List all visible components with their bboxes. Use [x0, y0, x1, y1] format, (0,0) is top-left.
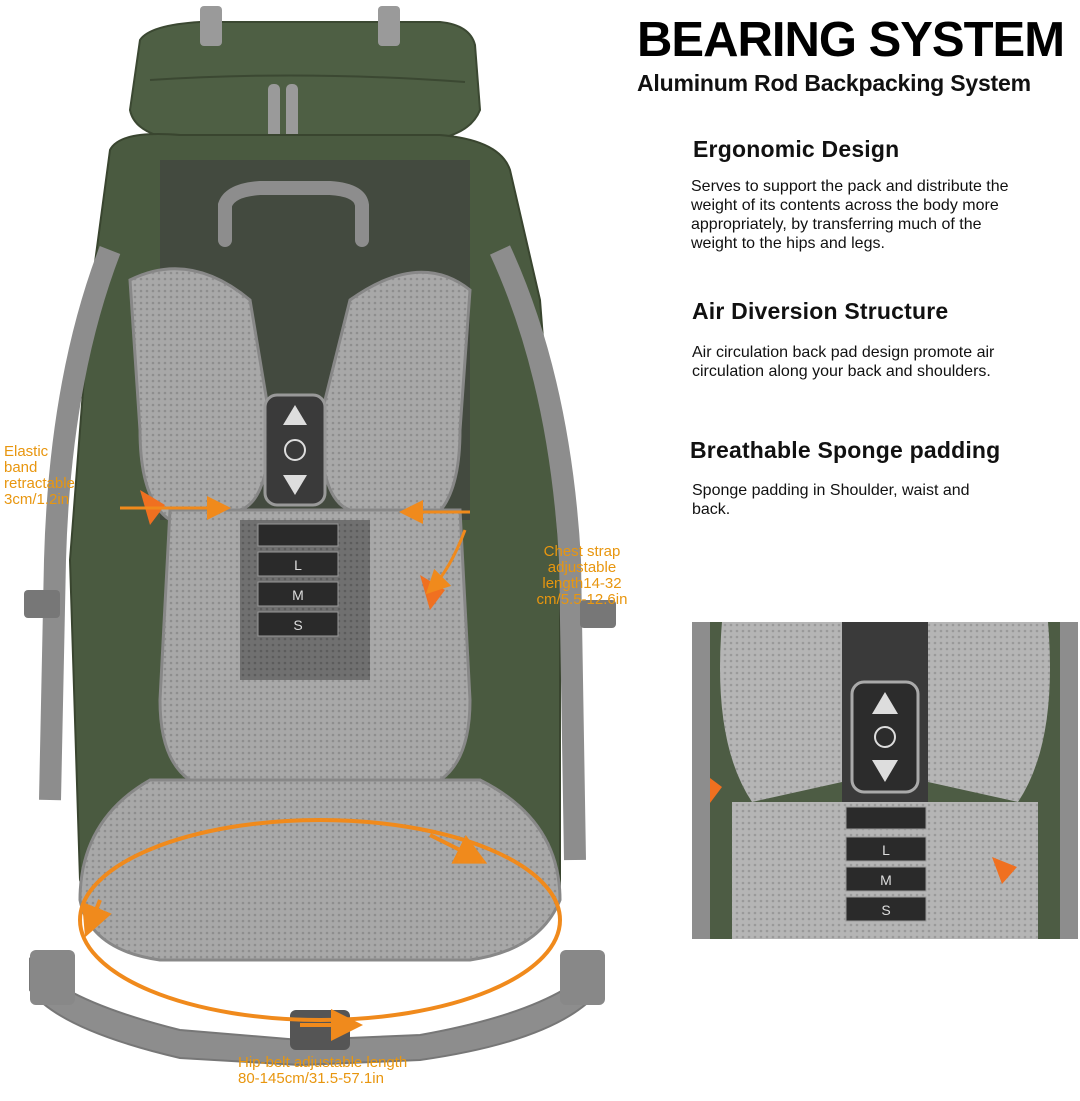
hip-belt-ellipse-arrow [78, 818, 562, 1041]
inset-size-label-l: L [882, 842, 890, 858]
section-body-ergonomic: Serves to support the pack and distribut… [691, 178, 1009, 252]
callout-elastic-band: Elastic band retractable 3cm/1.2in [4, 444, 114, 508]
section-heading-sponge-padding: Breathable Sponge padding [690, 437, 1001, 463]
callout-elastic-line: 3cm/1.2in [4, 491, 70, 508]
callout-hip-belt: Hip-belt adjustable length 80-145cm/31.5… [238, 1055, 458, 1087]
callout-chest-line: length14-32 [542, 575, 622, 592]
section-body-sponge-padding: Sponge padding in Shoulder, waist and ba… [692, 482, 970, 518]
size-ladder: L M S [257, 551, 339, 637]
detail-inset-photo: L M S [692, 622, 1078, 939]
callout-elastic-line: retractable [4, 475, 75, 492]
callout-hip-line: Hip-belt adjustable length [238, 1054, 408, 1071]
size-label-s: S [293, 617, 302, 633]
callout-chest-line: adjustable [547, 559, 617, 576]
inset-size-label-s: S [881, 902, 890, 918]
inset-size-label-m: M [880, 872, 892, 888]
callout-elastic-line: band [4, 459, 38, 476]
page-title: BEARING SYSTEM [637, 13, 1065, 67]
callout-chest-line: Chest strap [543, 543, 621, 560]
callout-chest-line: cm/5.5-12.6in [536, 591, 628, 608]
callout-hip-line: 80-145cm/31.5-57.1in [238, 1070, 384, 1087]
section-heading-air-diversion: Air Diversion Structure [692, 298, 949, 324]
section-heading-ergonomic: Ergonomic Design [693, 136, 900, 162]
size-label-m: M [292, 587, 304, 603]
size-label-l: L [294, 557, 302, 573]
backpack-photo: L M S [24, 6, 616, 1067]
section-body-air-diversion: Air circulation back pad design promote … [692, 344, 995, 380]
callout-elastic-line: Elastic [4, 443, 49, 460]
page-subtitle: Aluminum Rod Backpacking System [637, 70, 1031, 96]
chest-strap-arrows [120, 496, 470, 595]
callout-chest-strap: Chest strap adjustable length14-32 cm/5.… [522, 544, 642, 608]
detail-inset-illustration: L M S [692, 622, 1078, 939]
